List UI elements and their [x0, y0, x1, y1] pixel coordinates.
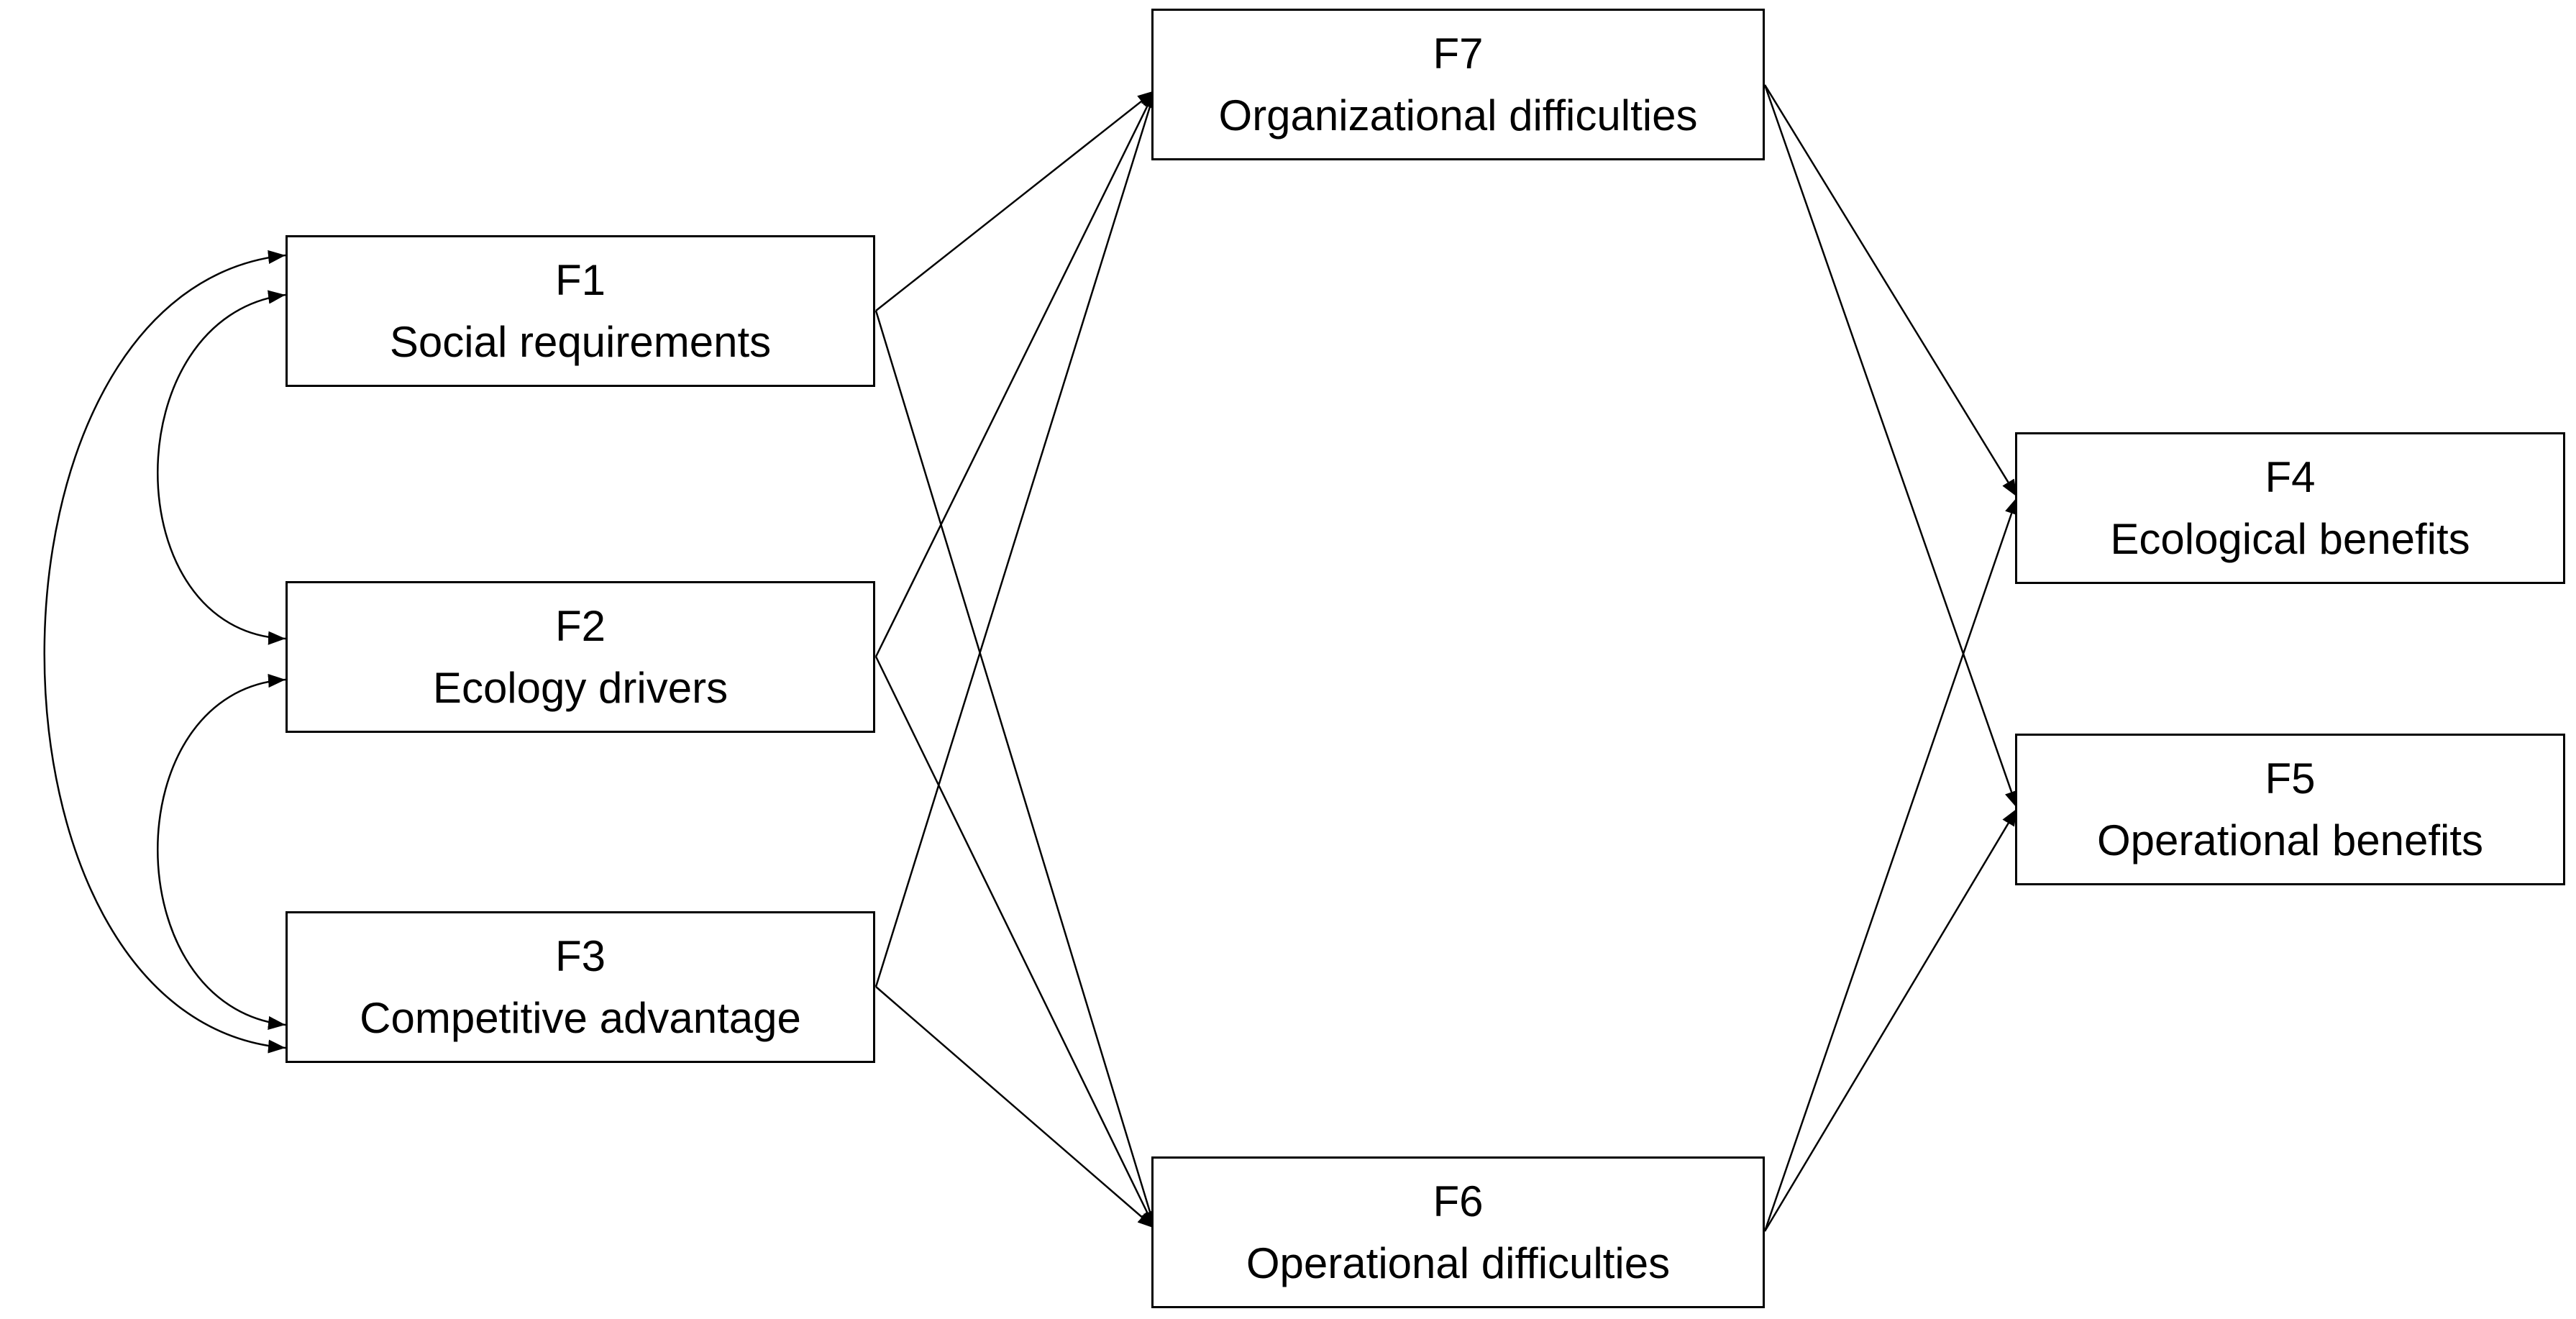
- node-f4-ecological-benefits: F4 Ecological benefits: [2015, 432, 2565, 584]
- correlation-arrow-f1-f2: [157, 290, 286, 645]
- path-arrow-f6-f5: [1763, 808, 2019, 1232]
- path-arrow-f2-f6: [874, 656, 1156, 1229]
- path-arrow-f3-f6: [875, 986, 1156, 1229]
- path-arrow-f3-f7: [874, 90, 1157, 987]
- node-code: F4: [2265, 452, 2316, 501]
- node-label: Ecology drivers: [432, 663, 729, 712]
- node-label: Social requirements: [389, 317, 772, 366]
- path-arrow-f7-f5: [1763, 84, 2019, 809]
- node-label: Organizational difficulties: [1218, 91, 1698, 140]
- node-f5-operational-benefits: F5 Operational benefits: [2015, 734, 2565, 885]
- correlation-arrow-f2-f3: [157, 673, 286, 1030]
- node-f3-competitive-advantage: F3 Competitive advantage: [286, 911, 875, 1063]
- node-f7-organizational-difficulties: F7 Organizational difficulties: [1151, 9, 1765, 160]
- path-arrow-f1-f7: [875, 90, 1156, 311]
- node-code: F1: [554, 255, 606, 304]
- node-code: F6: [1433, 1177, 1484, 1226]
- node-f2-ecology-drivers: F2 Ecology drivers: [286, 581, 875, 733]
- path-arrow-f6-f4: [1763, 496, 2019, 1232]
- node-code: F7: [1433, 29, 1484, 78]
- path-arrow-f1-f6: [874, 310, 1157, 1229]
- node-code: F5: [2265, 754, 2316, 803]
- node-f6-operational-difficulties: F6 Operational difficulties: [1151, 1156, 1765, 1308]
- path-arrow-f7-f4: [1763, 84, 2019, 498]
- node-code: F2: [554, 601, 606, 650]
- node-label: Operational benefits: [2096, 816, 2483, 864]
- node-label: Ecological benefits: [2110, 514, 2470, 563]
- node-label: Competitive advantage: [360, 993, 801, 1042]
- node-label: Operational difficulties: [1246, 1238, 1671, 1287]
- node-f1-social-requirements: F1 Social requirements: [286, 235, 875, 387]
- correlation-arrow-f1-f3: [43, 250, 286, 1054]
- path-arrow-f2-f7: [874, 90, 1156, 657]
- node-code: F3: [554, 931, 606, 980]
